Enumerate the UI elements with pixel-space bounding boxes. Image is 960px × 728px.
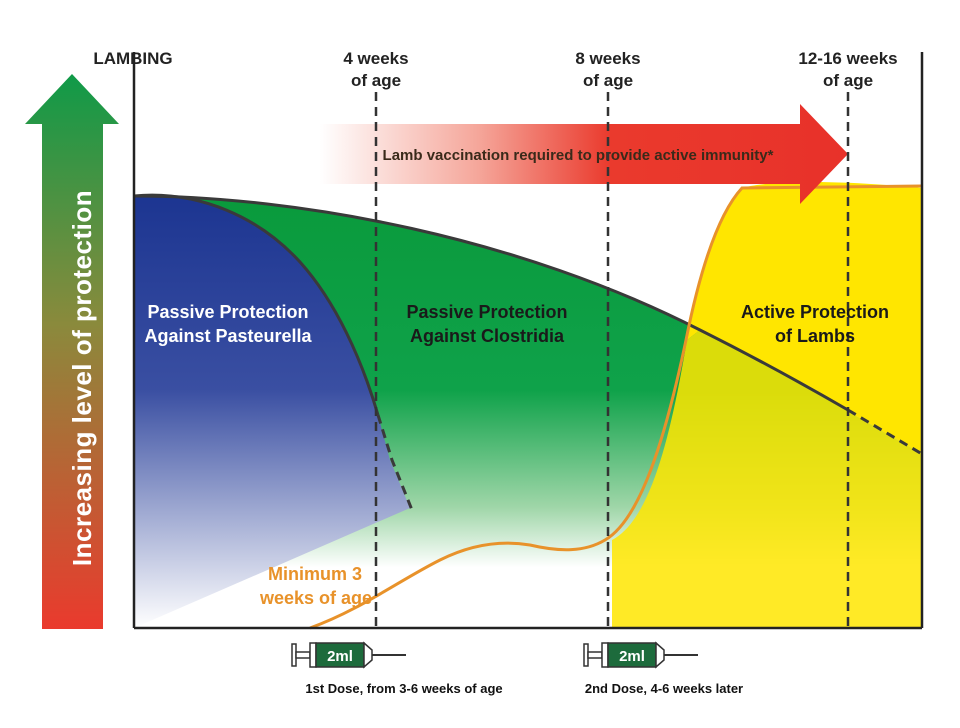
pasteurella-label-line1: Passive Protection [147,302,308,322]
first-dose-caption: 1st Dose, from 3-6 weeks of age [305,681,502,696]
week8-label-line1: 8 weeks [575,49,640,68]
second-dose-syringe: 2ml [583,641,698,669]
week8-label-line2: of age [583,71,633,90]
vaccination-arrow: Lamb vaccination required to provide act… [320,104,848,204]
minimum-note-line1: Minimum 3 [268,564,362,584]
week12-label-line2: of age [823,71,873,90]
active-label-line1: Active Protection [741,302,889,322]
plot-area [134,182,922,628]
second-dose-caption: 2nd Dose, 4-6 weeks later [585,681,743,696]
first-dose-volume: 2ml [327,648,353,665]
pasteurella-curve-dashed [376,414,414,511]
timeline-headers: LAMBING 4 weeks of age 8 weeks of age 12… [93,49,897,90]
syringe-icon [291,641,406,669]
syringe-icon [583,641,698,669]
first-dose-syringe: 2ml [291,641,406,669]
curves [133,184,923,630]
region-labels: Passive Protection Against Pasteurella P… [144,302,889,346]
week12-label-line1: 12-16 weeks [798,49,897,68]
minimum-note-line2: weeks of age [259,588,372,608]
vaccination-arrow-label: Lamb vaccination required to provide act… [383,147,774,164]
week4-label-line1: 4 weeks [343,49,408,68]
y-axis-label: Increasing level of protection [67,190,97,566]
pasteurella-label-line2: Against Pasteurella [144,326,312,346]
active-protection-lower [612,330,922,628]
active-label-line2: of Lambs [775,326,855,346]
clostridia-curve [133,194,849,412]
week4-label-line2: of age [351,71,401,90]
clostridia-label-line1: Passive Protection [406,302,567,322]
active-protection-region [687,182,922,454]
clostridia-label-line2: Against Clostridia [410,326,565,346]
pasteurella-region [134,195,410,628]
second-dose-volume: 2ml [619,648,645,665]
pasteurella-curve [133,193,380,416]
lambing-label: LAMBING [93,49,172,68]
active-immunity-curve [309,184,923,630]
protection-level-arrow: Increasing level of protection [25,74,119,629]
minimum-age-note: Minimum 3 weeks of age [259,564,372,608]
plot-frame [132,52,924,630]
